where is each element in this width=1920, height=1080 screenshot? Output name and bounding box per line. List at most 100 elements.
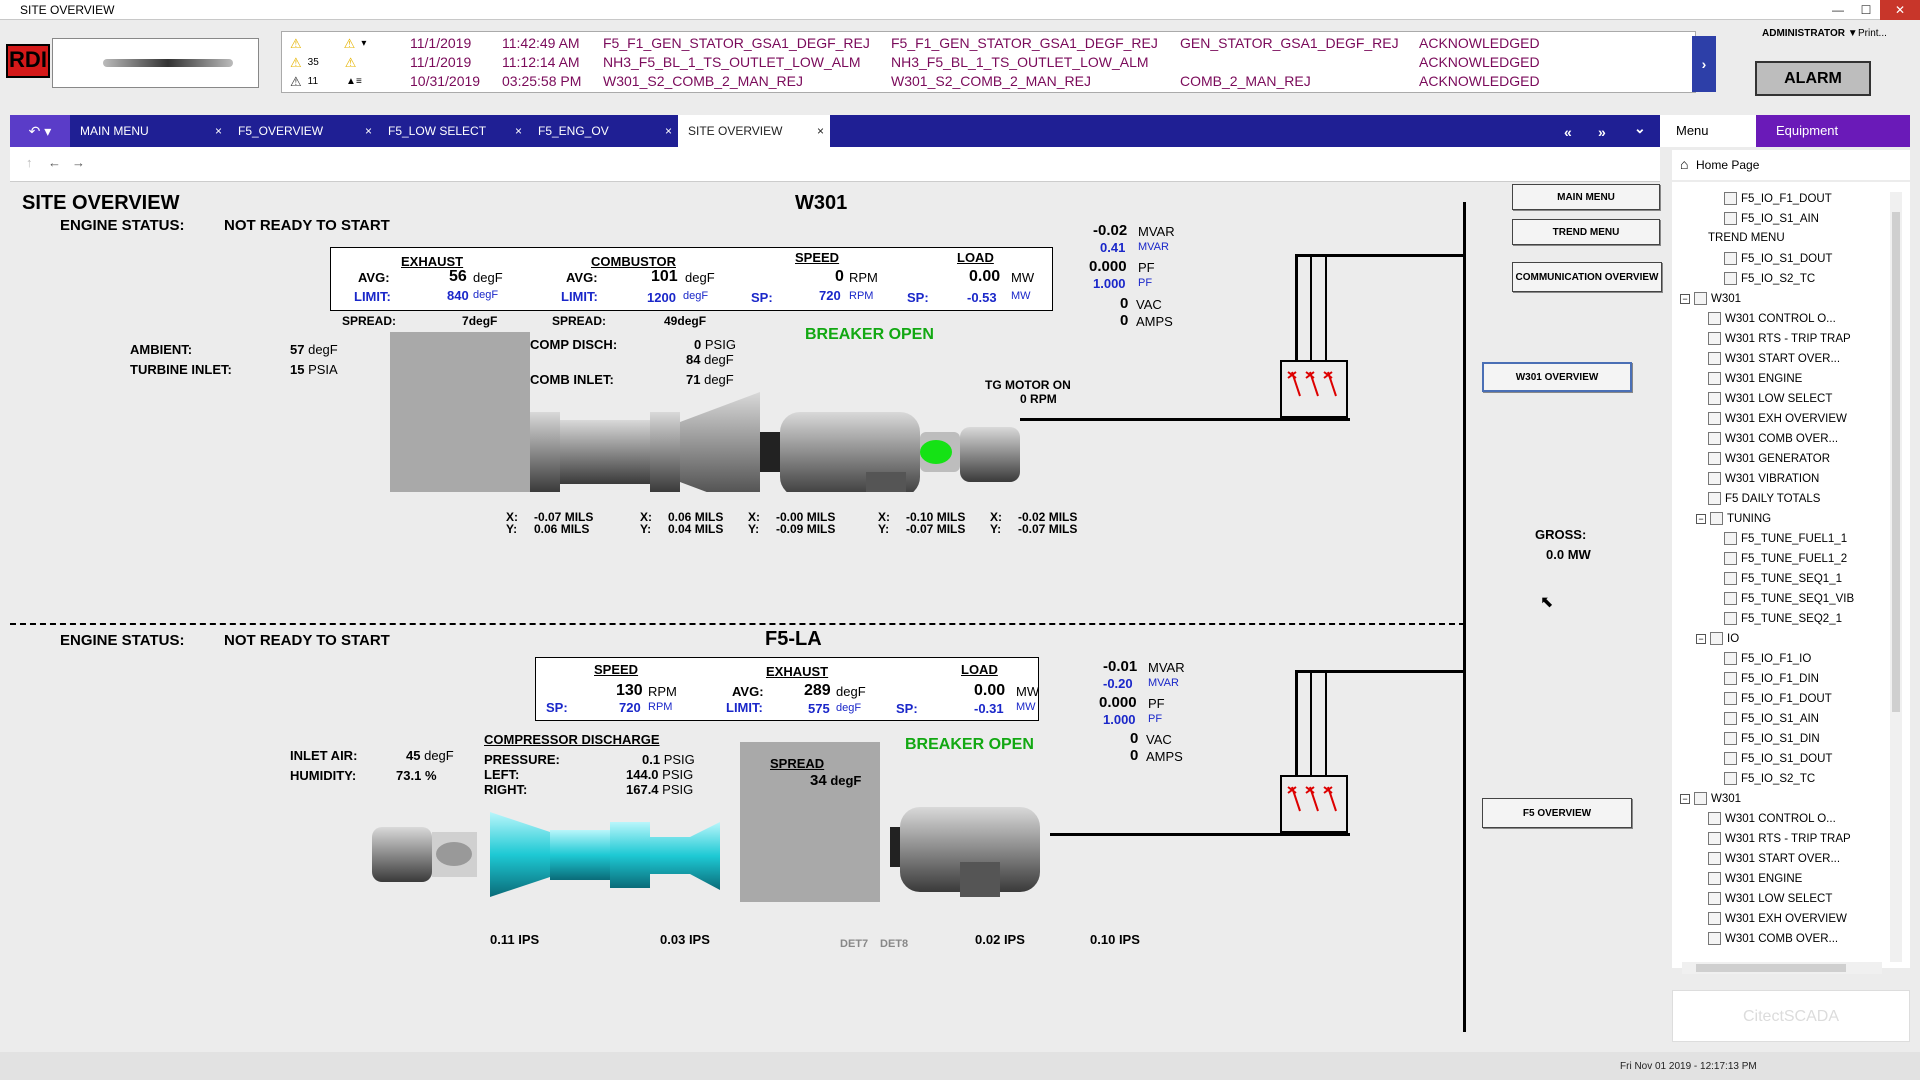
close-tab-icon[interactable]: × — [214, 124, 222, 138]
w301-engine-status-label: ENGINE STATUS: — [60, 217, 185, 234]
scroll-tabs-left-icon[interactable]: « — [1564, 124, 1572, 140]
tab-equipment[interactable]: Equipment — [1756, 115, 1910, 147]
w301-overview-button[interactable]: W301 OVERVIEW — [1482, 362, 1632, 392]
tree-item[interactable]: F5_IO_S1_AIN — [1724, 712, 1819, 725]
tree-item[interactable]: W301 VIBRATION — [1708, 472, 1819, 485]
alarm-list-icon[interactable]: ⚠ — [344, 55, 357, 70]
tree-item[interactable]: F5_TUNE_SEQ2_1 — [1724, 612, 1842, 625]
tab-menu[interactable]: Menu — [1660, 115, 1756, 147]
collapse-icon[interactable]: − — [1680, 293, 1690, 304]
tree-item[interactable]: W301 RTS - TRIP TRAP — [1708, 832, 1851, 845]
tree-item[interactable]: F5_TUNE_FUEL1_1 — [1724, 532, 1847, 545]
tree-item[interactable]: W301 COMB OVER... — [1708, 932, 1838, 945]
tree-item[interactable]: F5 DAILY TOTALS — [1708, 492, 1820, 505]
tree-item[interactable]: W301 EXH OVERVIEW — [1708, 912, 1847, 925]
tree-item[interactable]: W301 ENGINE — [1708, 872, 1802, 885]
history-menu-button[interactable]: ↶ ▾ — [10, 115, 70, 147]
tree-item[interactable]: F5_TUNE_FUEL1_2 — [1724, 552, 1847, 565]
tree-item-label: F5_TUNE_SEQ2_1 — [1741, 612, 1842, 625]
trend-menu-button[interactable]: TREND MENU — [1512, 219, 1660, 245]
tree-item[interactable]: F5_IO_F1_DOUT — [1724, 192, 1832, 205]
citectscada-logo: CitectSCADA — [1672, 990, 1910, 1042]
page-icon — [1708, 412, 1721, 425]
tree-item[interactable]: −W301 — [1680, 292, 1741, 305]
tree-item[interactable]: F5_IO_S1_DIN — [1724, 732, 1820, 745]
home-page-link[interactable]: ⌂ Home Page — [1672, 150, 1910, 180]
sound-icon[interactable]: ⚠ — [343, 36, 356, 51]
f5-engine-status: NOT READY TO START — [224, 632, 390, 649]
tree-item[interactable]: W301 GENERATOR — [1708, 452, 1830, 465]
w301-comp-disch-psig: 0 — [694, 337, 702, 352]
tree-item[interactable]: −TUNING — [1696, 512, 1771, 525]
tree-item-label: F5_IO_F1_IO — [1741, 652, 1812, 665]
up-icon[interactable]: ↑ — [26, 155, 33, 170]
minimize-button[interactable]: — — [1832, 3, 1844, 17]
tree-item[interactable]: W301 LOW SELECT — [1708, 892, 1832, 905]
close-button[interactable]: ✕ — [1880, 0, 1920, 20]
tree-item[interactable]: W301 RTS - TRIP TRAP — [1708, 332, 1851, 345]
tree-item[interactable]: W301 CONTROL O... — [1708, 312, 1836, 325]
tree-item[interactable]: −W301 — [1680, 792, 1741, 805]
back-icon[interactable]: ← — [48, 155, 61, 170]
f5-overview-button[interactable]: F5 OVERVIEW — [1482, 798, 1632, 828]
tab-f5-low-select[interactable]: F5_LOW SELECT× — [378, 115, 528, 147]
maximize-button[interactable]: ☐ — [1860, 3, 1872, 17]
w301-breaker-switch[interactable] — [1280, 360, 1348, 418]
tree-item[interactable]: F5_TUNE_SEQ1_VIB — [1724, 592, 1854, 605]
communication-overview-button[interactable]: COMMUNICATION OVERVIEW — [1512, 262, 1662, 292]
page-icon — [1708, 872, 1721, 885]
w301-engine-status: NOT READY TO START — [224, 217, 390, 234]
print-link[interactable]: Print... — [1858, 28, 1887, 39]
w301-motor-indicator — [920, 440, 952, 464]
tab-f5-eng-ov[interactable]: F5_ENG_OV× — [528, 115, 678, 147]
page-icon — [1708, 332, 1721, 345]
tree-item[interactable]: F5_TUNE_SEQ1_1 — [1724, 572, 1842, 585]
tree-item[interactable]: W301 COMB OVER... — [1708, 432, 1838, 445]
f5-vac: 0 — [1130, 730, 1139, 747]
tree-item[interactable]: F5_IO_S1_DOUT — [1724, 752, 1832, 765]
tree-item[interactable]: F5_IO_F1_IO — [1724, 652, 1811, 665]
tree-item[interactable]: −IO — [1696, 632, 1739, 645]
f5-breaker-switch[interactable] — [1280, 775, 1348, 833]
tab-main-menu[interactable]: MAIN MENU× — [70, 115, 228, 147]
page-icon — [1708, 912, 1721, 925]
collapse-icon[interactable]: − — [1696, 633, 1706, 644]
alarm-next-button[interactable]: › — [1692, 36, 1716, 92]
close-tab-icon[interactable]: × — [664, 124, 672, 138]
tree-item[interactable]: W301 START OVER... — [1708, 352, 1840, 365]
forward-icon[interactable]: → — [72, 155, 85, 170]
close-tab-icon[interactable]: × — [364, 124, 372, 138]
collapse-icon[interactable]: − — [1680, 793, 1690, 804]
tree-item[interactable]: W301 START OVER... — [1708, 852, 1840, 865]
tree-item[interactable]: F5_IO_S2_TC — [1724, 272, 1815, 285]
page-icon — [1708, 372, 1721, 385]
tree-item[interactable]: F5_IO_S1_AIN — [1724, 212, 1819, 225]
tree-horizontal-scrollbar[interactable] — [1682, 962, 1882, 974]
tab-f5-overview[interactable]: F5_OVERVIEW× — [228, 115, 378, 147]
page-icon — [1708, 852, 1721, 865]
close-tab-icon[interactable]: × — [514, 124, 522, 138]
summary-icon[interactable]: ▲≡ — [346, 76, 362, 87]
tab-list-icon[interactable]: ⌄ — [1634, 120, 1646, 136]
tab-site-overview[interactable]: SITE OVERVIEW× — [678, 115, 830, 147]
w301-ambient: 57 — [290, 342, 305, 357]
page-title: SITE OVERVIEW — [22, 192, 180, 214]
user-menu[interactable]: ADMINISTRATOR ▼ — [1762, 28, 1858, 39]
scroll-tabs-right-icon[interactable]: » — [1598, 124, 1606, 140]
tree-item[interactable]: TREND MENU — [1708, 232, 1785, 244]
equipment-tree[interactable]: F5_IO_F1_DOUT F5_IO_S1_AIN TREND MENU F5_IO… — [1672, 182, 1910, 974]
tree-item[interactable]: W301 LOW SELECT — [1708, 392, 1832, 405]
tree-vertical-scrollbar[interactable] — [1890, 192, 1902, 962]
tree-item[interactable]: W301 EXH OVERVIEW — [1708, 412, 1847, 425]
collapse-icon[interactable]: − — [1696, 513, 1706, 524]
tree-item[interactable]: F5_IO_F1_DOUT — [1724, 692, 1832, 705]
main-menu-button[interactable]: MAIN MENU — [1512, 184, 1660, 210]
alarm-button[interactable]: ALARM — [1755, 61, 1871, 96]
tree-item[interactable]: F5_IO_F1_DIN — [1724, 672, 1819, 685]
tree-item[interactable]: F5_IO_S2_TC — [1724, 772, 1815, 785]
tree-item[interactable]: W301 ENGINE — [1708, 372, 1802, 385]
tree-item[interactable]: F5_IO_S1_DOUT — [1724, 252, 1832, 265]
close-tab-icon[interactable]: × — [816, 124, 824, 138]
tree-item[interactable]: W301 CONTROL O... — [1708, 812, 1836, 825]
